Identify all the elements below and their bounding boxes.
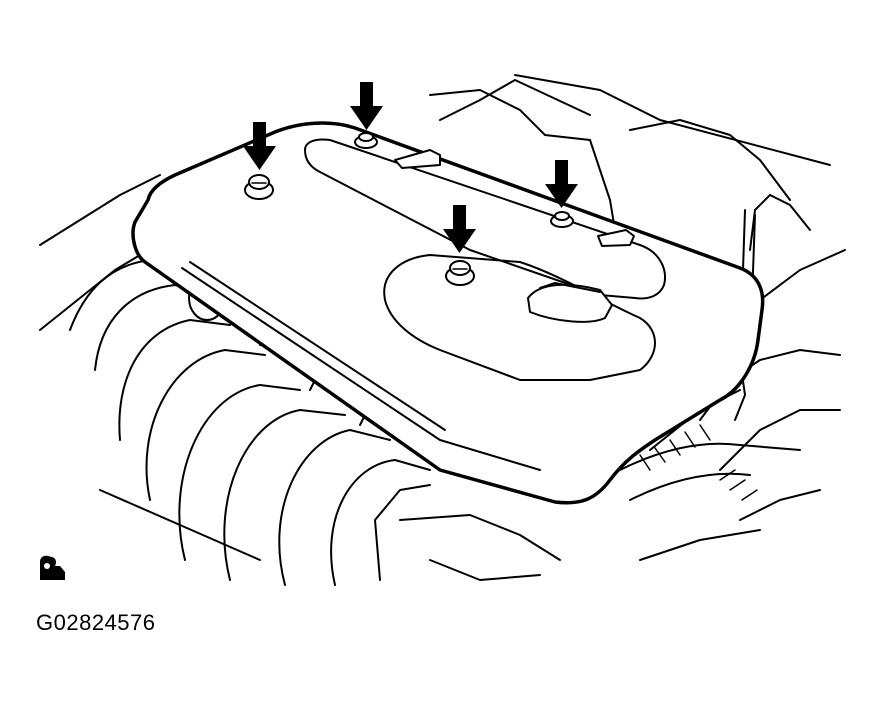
engine-bay-background	[39, 74, 846, 581]
bolt-right	[550, 211, 574, 228]
bolt-top	[354, 132, 378, 149]
bolt-center	[445, 260, 475, 286]
arrow-down-icon	[545, 160, 578, 208]
arrow-down-icon	[443, 205, 476, 253]
arrow-down-icon	[350, 82, 383, 130]
camera-badge-icon	[40, 555, 65, 580]
bolt-left	[244, 174, 274, 200]
bolt-arrows	[243, 82, 578, 253]
figure-code: G02824576	[36, 610, 156, 635]
engine-cover	[131, 121, 765, 505]
arrow-down-icon	[243, 122, 276, 170]
cover-bolts	[244, 132, 574, 286]
